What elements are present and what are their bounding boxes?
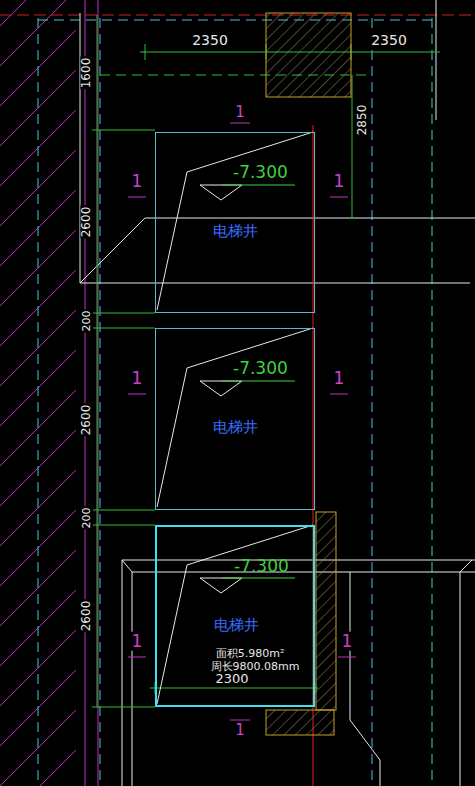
shaft-symbols — [157, 132, 313, 704]
hatch-stroke — [0, 0, 26, 786]
elevator-shaft: -7.300 电梯井 — [155, 328, 315, 510]
dimension-text: 2600 — [80, 206, 93, 239]
hatch-stroke — [0, 0, 76, 786]
section-mark: 1 — [234, 722, 246, 739]
area-measure: 面积5.980m² — [215, 648, 286, 660]
dimension-text: 2350 — [191, 33, 229, 48]
level-triangle — [200, 578, 242, 593]
dimension-text: 200 — [81, 310, 93, 333]
section-mark: 1 — [234, 104, 246, 121]
shaft-cross — [157, 328, 313, 507]
section-mark: 1 — [333, 369, 346, 388]
wall-lines — [85, 0, 98, 786]
shaft-cross — [157, 525, 313, 704]
level-mark: -7.300 — [233, 163, 288, 182]
dimension-text: 1600 — [80, 57, 93, 90]
hatch-stroke — [0, 0, 76, 786]
section-mark: 1 — [131, 369, 144, 388]
dimension-text: 2600 — [80, 600, 93, 633]
dimension-lines — [92, 15, 440, 707]
level-mark: -7.300 — [233, 359, 288, 378]
room-name: 电梯井 — [214, 617, 259, 634]
hatch-stroke — [40, 0, 76, 786]
wall-hatch — [0, 0, 76, 786]
level-mark: -7.300 — [234, 557, 289, 576]
section-mark: 1 — [333, 172, 346, 191]
dimension-text: 2300 — [214, 672, 249, 686]
shaft-cross — [157, 132, 313, 310]
level-line — [222, 578, 295, 579]
hatch-stroke — [0, 0, 76, 786]
section-marks — [128, 123, 356, 720]
section-mark: 1 — [131, 172, 144, 191]
level-line — [222, 381, 295, 382]
section-mark: 1 — [341, 632, 354, 651]
dimension-text: 200 — [81, 507, 93, 530]
dimension-text: 2350 — [370, 33, 408, 48]
level-triangle — [200, 185, 242, 200]
room-name: 电梯井 — [213, 223, 258, 240]
level-line — [222, 185, 295, 186]
boundary-line — [0, 15, 475, 16]
structure-lines — [80, 0, 475, 786]
level-triangle — [200, 381, 242, 396]
dimension-text: 2600 — [80, 404, 93, 437]
dimension-text: 2850 — [356, 104, 369, 137]
room-name: 电梯井 — [213, 419, 258, 436]
section-mark: 1 — [131, 632, 144, 651]
elevator-shaft: -7.300 电梯井 — [155, 132, 315, 313]
